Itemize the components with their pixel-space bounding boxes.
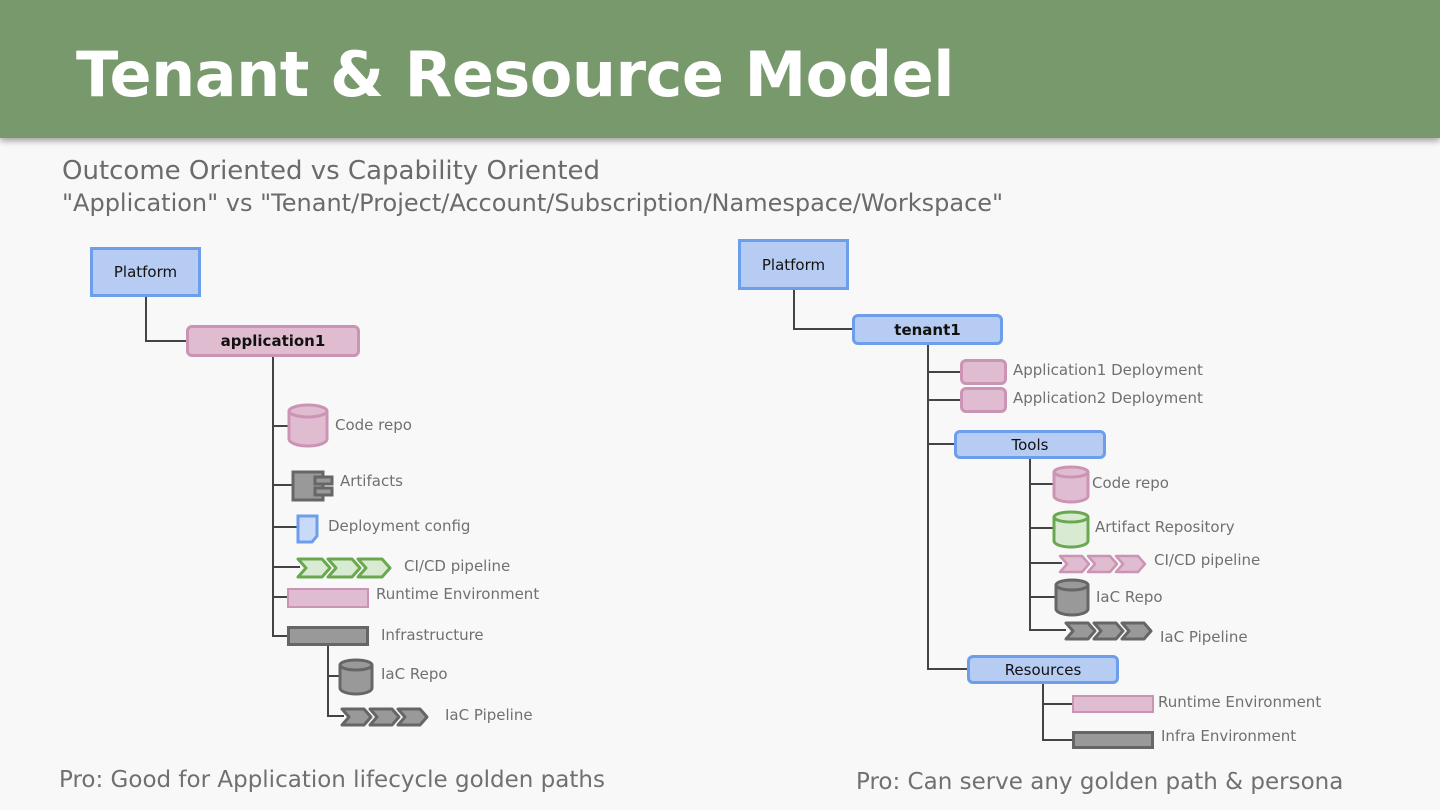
right-platform-node: Platform xyxy=(738,239,849,290)
application1-deployment-box xyxy=(960,359,1007,385)
tools-iac-repo-cylinder-icon xyxy=(1054,578,1090,617)
tools-label: Tools xyxy=(1011,435,1049,454)
runtime-environment-bar xyxy=(287,588,369,608)
page-title: Tenant & Resource Model xyxy=(76,38,954,111)
subtitle-line2: "Application" vs "Tenant/Project/Account… xyxy=(62,189,1004,217)
resources-label: Resources xyxy=(1004,660,1082,679)
code-repo-cylinder-icon xyxy=(287,403,329,448)
resources-node: Resources xyxy=(967,655,1119,684)
tools-node: Tools xyxy=(954,430,1106,459)
artifact-repository-label: Artifact Repository xyxy=(1095,518,1235,536)
connector-tenant-trunk xyxy=(927,344,969,670)
cicd-pipeline-label: CI/CD pipeline xyxy=(404,557,511,575)
application2-deployment-label: Application2 Deployment xyxy=(1013,389,1203,407)
tools-cicd-pipeline-chevron-icon xyxy=(1058,554,1147,574)
code-repo-label: Code repo xyxy=(335,416,412,434)
right-pro-text: Pro: Can serve any golden path & persona xyxy=(856,769,1344,795)
connector-resources-trunk xyxy=(1042,683,1074,741)
iac-pipeline-chevron-icon xyxy=(340,707,429,727)
tools-iac-pipeline-chevron-icon xyxy=(1064,621,1153,641)
application1-deployment-label: Application1 Deployment xyxy=(1013,361,1203,379)
infrastructure-bar xyxy=(287,626,369,646)
header-bar: Tenant & Resource Model xyxy=(0,0,1440,138)
cicd-pipeline-chevron-icon xyxy=(296,557,392,579)
infrastructure-label: Infrastructure xyxy=(381,626,484,644)
subtitle-line1: Outcome Oriented vs Capability Oriented xyxy=(62,156,601,186)
tools-iac-repo-label: IaC Repo xyxy=(1096,588,1163,606)
connector-platform-app xyxy=(145,296,188,342)
deployment-config-label: Deployment config xyxy=(328,517,471,535)
tenant1-label: tenant1 xyxy=(894,320,961,339)
tools-iac-pipeline-label: IaC Pipeline xyxy=(1160,628,1248,646)
runtime-environment-label: Runtime Environment xyxy=(376,585,540,603)
left-platform-label: Platform xyxy=(113,263,178,281)
artifacts-component-icon xyxy=(291,470,334,502)
connector-app-trunk xyxy=(272,356,288,637)
tenant1-node: tenant1 xyxy=(852,314,1003,345)
iac-repo-cylinder-icon xyxy=(338,658,374,696)
tools-code-repo-cylinder-icon xyxy=(1052,465,1090,504)
tools-code-repo-label: Code repo xyxy=(1092,474,1169,492)
infra-environment-bar xyxy=(1072,731,1154,749)
iac-repo-label: IaC Repo xyxy=(381,665,448,683)
tools-cicd-pipeline-label: CI/CD pipeline xyxy=(1154,551,1261,569)
left-platform-node: Platform xyxy=(90,247,201,297)
application2-deployment-box xyxy=(960,387,1007,413)
connector-infra-trunk xyxy=(327,645,344,717)
connector-tools-trunk xyxy=(1029,458,1066,631)
infra-environment-label: Infra Environment xyxy=(1161,727,1297,745)
application1-label: application1 xyxy=(220,332,326,350)
resources-runtime-environment-bar xyxy=(1072,695,1154,713)
artifact-repository-cylinder-icon xyxy=(1052,510,1090,549)
iac-pipeline-label: IaC Pipeline xyxy=(445,706,533,724)
left-pro-text: Pro: Good for Application lifecycle gold… xyxy=(59,767,605,793)
application1-node: application1 xyxy=(186,325,360,357)
artifacts-label: Artifacts xyxy=(340,472,403,490)
right-platform-label: Platform xyxy=(761,255,826,274)
connector-platform-tenant xyxy=(793,289,853,330)
resources-runtime-environment-label: Runtime Environment xyxy=(1158,693,1322,711)
deployment-config-document-icon xyxy=(296,514,319,544)
